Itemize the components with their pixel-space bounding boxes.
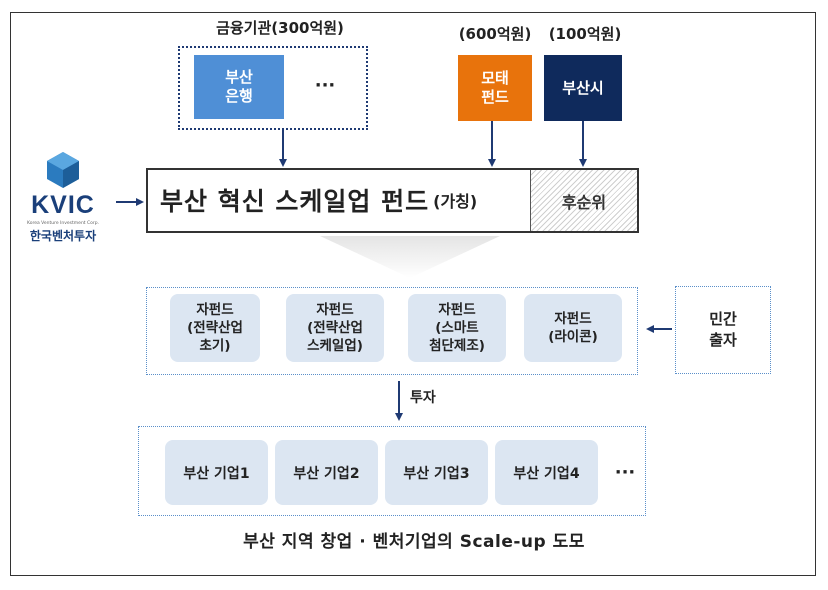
bottom-caption: 부산 지역 창업 · 벤처기업의 Scale-up 도모	[243, 531, 585, 552]
kvic-logo: KVIC Korea Venture Investment Corp. 한국벤처…	[18, 150, 108, 250]
company-2-label: 부산 기업2	[293, 465, 360, 482]
busan-city-box: 부산시	[544, 55, 622, 121]
sub-fund-1-label: 자펀드 (전략산업 초기)	[187, 302, 243, 354]
mother-fund-label: (600억원)	[458, 24, 532, 43]
diagram-frame	[10, 12, 816, 576]
kvic-sub-kr: 한국벤처투자	[29, 228, 97, 243]
busan-city-label: (100억원)	[548, 24, 622, 43]
busan-city-text: 부산시	[562, 78, 604, 97]
invest-label: 투자	[410, 390, 436, 406]
company-3-label: 부산 기업3	[403, 465, 470, 482]
private-investment-label: 민간 출자	[709, 310, 737, 349]
company-3: 부산 기업3	[385, 440, 488, 505]
sub-fund-3-label: 자펀드 (스마트 첨단제조)	[429, 302, 485, 354]
companies-more: ···	[614, 461, 636, 483]
company-4-label: 부산 기업4	[513, 465, 580, 482]
busan-bank-box: 부산 은행	[194, 55, 284, 119]
kvic-sub-en: Korea Venture Investment Corp.	[26, 221, 100, 226]
sub-fund-3: 자펀드 (스마트 첨단제조)	[408, 294, 506, 362]
subordinate-box: 후순위	[530, 170, 637, 231]
financial-label: 금융기관(300억원)	[216, 18, 344, 37]
company-1: 부산 기업1	[165, 440, 268, 505]
main-fund-title-wrap: 부산 혁신 스케일업 펀드 (가칭)	[160, 183, 520, 217]
financial-group	[178, 46, 368, 130]
main-fund-tentative: (가칭)	[433, 192, 478, 211]
sub-fund-4-label: 자펀드 (라이콘)	[548, 311, 598, 345]
kvic-cube-icon	[47, 152, 79, 188]
financial-more: ···	[314, 74, 336, 96]
mother-fund-box: 모태 펀드	[458, 55, 532, 121]
sub-fund-2: 자펀드 (전략산업 스케일업)	[286, 294, 384, 362]
company-4: 부산 기업4	[495, 440, 598, 505]
sub-fund-4: 자펀드 (라이콘)	[524, 294, 622, 362]
busan-bank-label: 부산 은행	[225, 68, 253, 105]
main-fund-title: 부산 혁신 스케일업 펀드	[160, 187, 430, 216]
kvic-logo-text: KVIC	[31, 190, 95, 219]
company-2: 부산 기업2	[275, 440, 378, 505]
mother-fund-text: 모태 펀드	[481, 69, 509, 106]
sub-fund-1: 자펀드 (전략산업 초기)	[170, 294, 260, 362]
subordinate-label: 후순위	[561, 192, 607, 212]
private-investment-box: 민간 출자	[675, 286, 771, 374]
sub-fund-group	[146, 287, 638, 375]
companies-group	[138, 426, 646, 516]
sub-fund-2-label: 자펀드 (전략산업 스케일업)	[307, 302, 363, 354]
company-1-label: 부산 기업1	[183, 465, 250, 482]
